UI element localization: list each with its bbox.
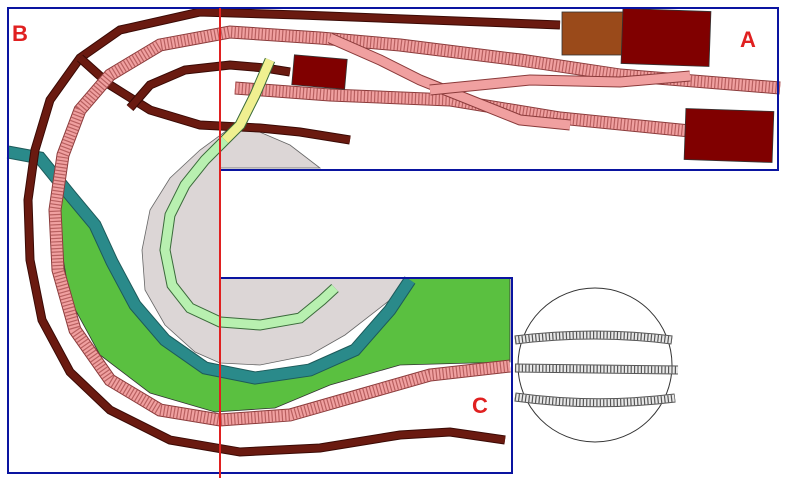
- building-small: [291, 54, 348, 90]
- turntable-tracks: [514, 330, 679, 408]
- zone-label-a: A: [740, 27, 756, 52]
- building-large-b: [683, 108, 775, 163]
- teal-track: [6, 145, 416, 385]
- building-brown: [561, 11, 628, 56]
- building-large-a: [620, 8, 712, 67]
- zone-label-c: C: [472, 393, 488, 418]
- buildings: [291, 8, 775, 163]
- zone-label-b: B: [12, 21, 28, 46]
- main-pink-tracks: [48, 25, 781, 427]
- dark-brown-tracks: [23, 7, 561, 457]
- branch-track: [159, 57, 339, 331]
